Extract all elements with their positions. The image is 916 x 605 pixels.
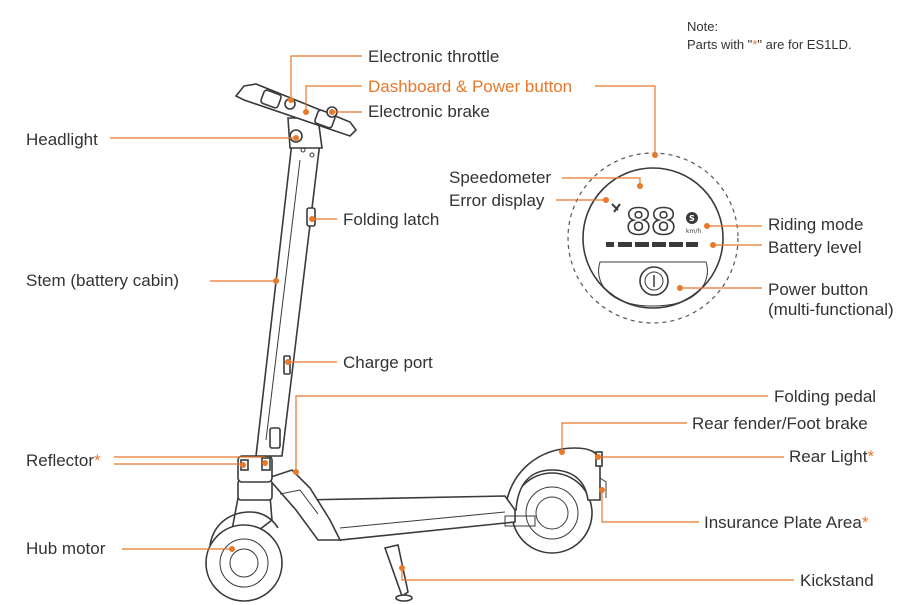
labels: Electronic throttle Dashboard & Power bu… — [26, 47, 894, 590]
label-rear-light: Rear Light* — [789, 447, 874, 466]
label-reflector: Reflector* — [26, 451, 101, 470]
label-stem: Stem (battery cabin) — [26, 271, 179, 290]
speed-digits: 88 — [626, 202, 676, 243]
label-charge-port: Charge port — [343, 353, 433, 372]
label-hub-motor: Hub motor — [26, 539, 106, 558]
label-kickstand: Kickstand — [800, 571, 874, 590]
label-speedometer: Speedometer — [449, 168, 551, 187]
wrench-icon — [611, 203, 621, 213]
label-folding-latch: Folding latch — [343, 210, 439, 229]
scooter-illustration — [205, 83, 607, 602]
front-wheel — [205, 524, 283, 602]
note-title: Note: — [687, 19, 718, 34]
label-folding-pedal: Folding pedal — [774, 387, 876, 406]
label-power-button: Power button — [768, 280, 868, 299]
leader-lines — [110, 55, 794, 581]
stem-drawing — [255, 141, 321, 457]
label-electronic-brake: Electronic brake — [368, 102, 490, 121]
insurance-plate-bracket — [599, 477, 607, 498]
label-power-button-sub: (multi-functional) — [768, 300, 894, 319]
speed-unit: km/h — [686, 228, 701, 235]
label-electronic-throttle: Electronic throttle — [368, 47, 499, 66]
rear-fender — [504, 447, 601, 511]
riding-mode-icon — [686, 212, 698, 224]
label-battery-level: Battery level — [768, 238, 862, 257]
riding-mode-letter: S — [689, 214, 695, 223]
note-text: Parts with "*" are for ES1LD. — [687, 37, 852, 52]
label-error-display: Error display — [449, 191, 545, 210]
label-insurance-plate: Insurance Plate Area* — [704, 513, 869, 532]
rear-wheel — [511, 472, 593, 554]
label-headlight: Headlight — [26, 130, 98, 149]
label-riding-mode: Riding mode — [768, 215, 863, 234]
label-dashboard-power-button: Dashboard & Power button — [368, 77, 572, 96]
kickstand-drawing — [383, 544, 409, 598]
label-rear-fender: Rear fender/Foot brake — [692, 414, 868, 433]
battery-level-bars — [606, 242, 698, 247]
dashboard-closeup: 88 km/h S — [567, 152, 739, 324]
